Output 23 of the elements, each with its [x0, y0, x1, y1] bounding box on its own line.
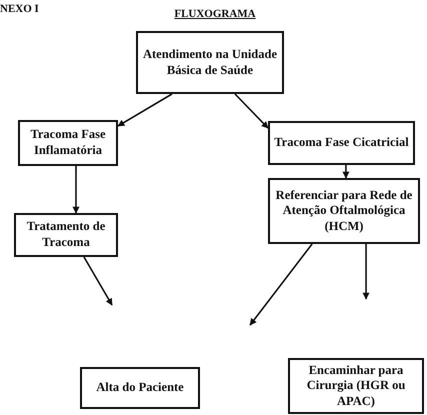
- box-text: Encaminhar para Cirurgia (HGR ou APAC): [306, 362, 406, 410]
- process-box: [18, 120, 118, 166]
- box-text: Tratamento de Tracoma: [26, 219, 106, 251]
- arrow: [249, 244, 313, 326]
- arrow: [117, 93, 172, 127]
- annex-heading: NEXO I: [0, 3, 39, 15]
- box-text: Alta do Paciente: [96, 380, 184, 396]
- arrow: [83, 256, 113, 306]
- process-box: [80, 367, 200, 409]
- arrow: [234, 93, 269, 129]
- process-box: [268, 121, 415, 165]
- arrow: [362, 244, 370, 300]
- box-text: Referenciar para Rede de Atenção Oftalmológica (HCM): [274, 188, 414, 234]
- process-box: [136, 31, 284, 94]
- diagram-title: FLUXOGRAMA: [173, 8, 257, 20]
- arrow: [342, 165, 350, 179]
- process-box: [288, 358, 424, 414]
- box-text: Tracoma Fase Cicatricial: [274, 135, 409, 151]
- box-text: Tracoma Fase Inflamatória: [29, 127, 107, 159]
- process-box: [14, 213, 118, 257]
- arrow: [72, 166, 80, 214]
- process-box: [268, 178, 420, 244]
- box-text: Atendimento na Unidade Básica de Saúde: [142, 46, 278, 78]
